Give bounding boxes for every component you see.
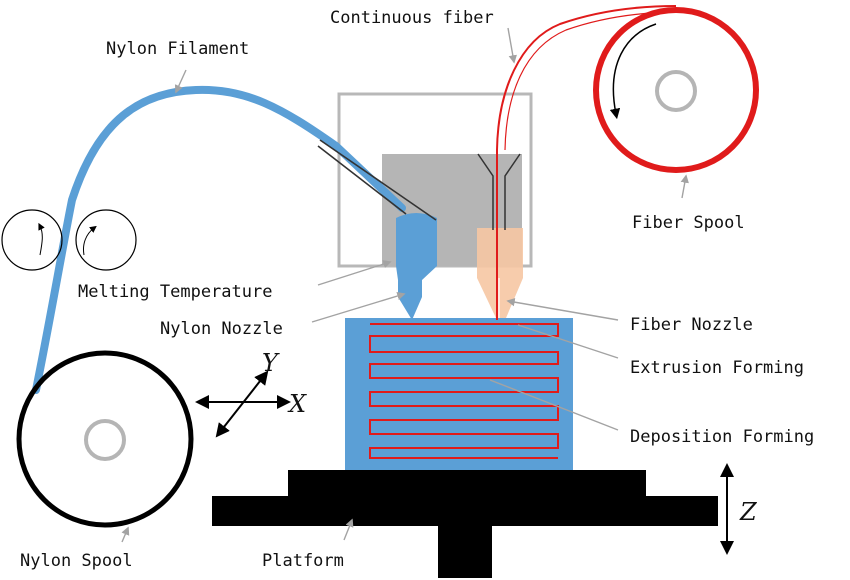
label-fiber-nozzle: Fiber Nozzle [630,315,753,335]
label-deposition-forming: Deposition Forming [630,427,814,447]
feed-rollers [1,209,137,271]
leader-lines [121,27,689,543]
nylon-spool [16,350,194,528]
axis-z-label: Z [739,498,758,526]
axis-arrows-icon [195,370,734,555]
nylon-nozzle [396,213,437,320]
rotation-arrow-icon [609,23,657,120]
label-melting-temperature: Melting Temperature [78,282,272,302]
roller-icon [75,209,137,271]
fiber-nozzle [477,153,523,318]
label-extrusion-forming: Extrusion Forming [630,358,804,378]
rotation-arrow-icon [83,225,97,256]
platform [212,470,718,578]
label-nylon-spool: Nylon Spool [20,551,133,571]
label-nylon-filament: Nylon Filament [106,39,249,59]
fiber-deposition-path [369,323,559,459]
nylon-filament [32,85,406,394]
label-nylon-nozzle: Nylon Nozzle [160,319,283,339]
label-fiber-spool: Fiber Spool [632,213,745,233]
label-platform: Platform [262,551,344,571]
roller-icon [1,209,63,271]
label-continuous-fiber: Continuous fiber [330,8,494,28]
axis-x-label: X [287,390,307,418]
fiber-spool [593,7,759,173]
continuous-fiber [496,5,677,320]
rotation-arrow-icon [38,222,45,256]
printed-part [345,318,573,470]
axis-y-label: Y [262,349,280,377]
